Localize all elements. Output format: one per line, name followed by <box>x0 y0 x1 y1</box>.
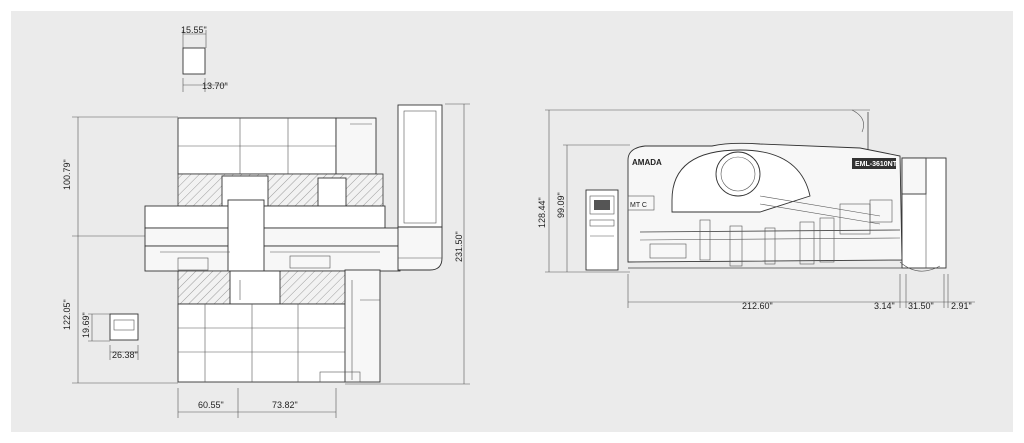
top-detail-box <box>182 47 206 75</box>
dim-seg3: 2.91" <box>951 301 972 311</box>
dim-side-height-top: 128.44" <box>537 197 547 228</box>
side-view: 128.44" 99.09" AMADA EML-3610NT MT C <box>537 109 975 311</box>
dim-upper-height: 100.79" <box>62 159 72 190</box>
dim-side-height: 99.09" <box>556 192 566 218</box>
dim-base-left: 60.55" <box>198 400 224 410</box>
model-label: EML-3610NT <box>855 161 898 168</box>
dim-top-width: 15.55" <box>181 25 207 35</box>
dim-base-right: 73.82" <box>272 400 298 410</box>
dim-total-depth: 231.50" <box>454 231 464 262</box>
dim-side-length: 212.60" <box>742 301 773 311</box>
dim-small-width: 26.38" <box>112 350 138 360</box>
dim-seg2: 31.50" <box>908 301 934 311</box>
top-detail <box>182 30 228 92</box>
dim-small-height: 19.69" <box>81 312 91 338</box>
dim-top-depth: 13.70" <box>202 81 228 91</box>
brand-label: AMADA <box>632 158 662 167</box>
loader-box <box>88 313 139 360</box>
top-view: 15.55" 13.70" 100.79" 122.05" 19.69" 26. <box>62 25 470 418</box>
dim-lower-height: 122.05" <box>62 299 72 330</box>
dim-seg1: 3.14" <box>874 301 895 311</box>
svg-text:MT C: MT C <box>630 202 647 209</box>
